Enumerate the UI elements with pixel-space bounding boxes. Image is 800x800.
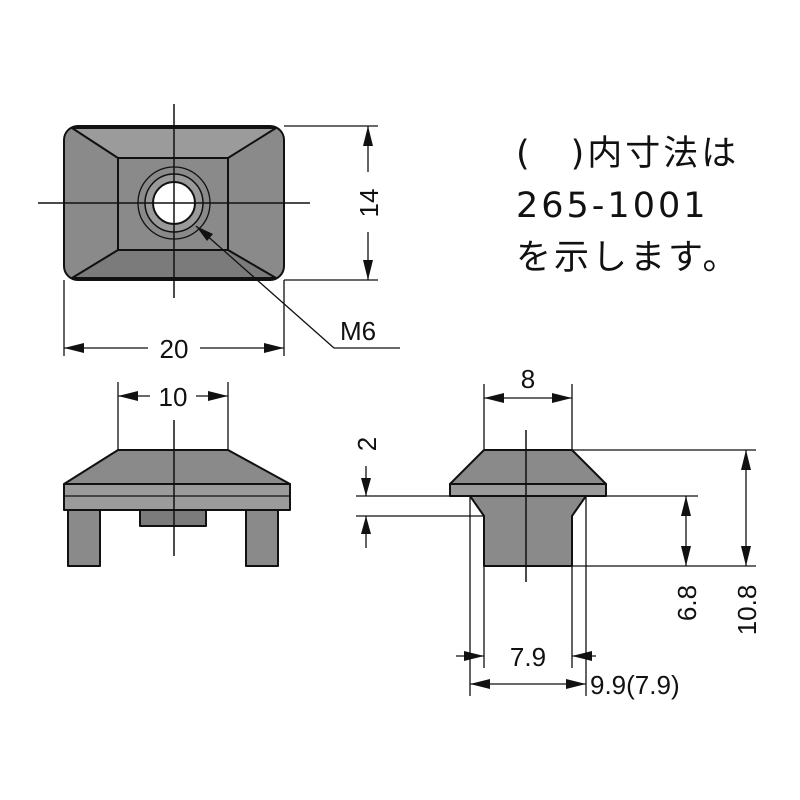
side-view: 8 2 6.8 10.8 7.9 9.9(7.9) [352, 364, 762, 700]
dim-front-width: 10 [159, 382, 188, 412]
dim-side-width: 8 [521, 364, 535, 394]
side-view-flange [449, 449, 607, 485]
front-view-tab [139, 509, 207, 527]
side-view-body [469, 495, 587, 567]
front-view-cap [63, 449, 291, 485]
side-view-flange-band [449, 483, 607, 497]
top-view: 20 14 M6 [38, 104, 400, 364]
dim-body-width: 7.9 [510, 642, 546, 672]
dim-body-height: 6.8 [672, 585, 702, 621]
dim-overall-width: 9.9(7.9) [590, 670, 680, 700]
front-view-band [63, 483, 291, 511]
note-line-2: 265-1001 [516, 186, 709, 226]
front-view: 10 [63, 382, 291, 567]
front-view-leg-left [67, 509, 101, 567]
note-line-1: ( )内寸法は [516, 134, 740, 174]
front-view-leg-right [245, 509, 279, 567]
dim-top-height: 14 [354, 189, 384, 218]
dim-top-width: 20 [160, 334, 189, 364]
dim-total-height: 10.8 [732, 585, 762, 636]
dim-flange-thickness: 2 [352, 437, 382, 451]
note-line-3: を示します。 [516, 238, 741, 278]
dim-thread: M6 [340, 316, 376, 346]
dimension-note: ( )内寸法は 265-1001 を示します。 [516, 128, 786, 284]
